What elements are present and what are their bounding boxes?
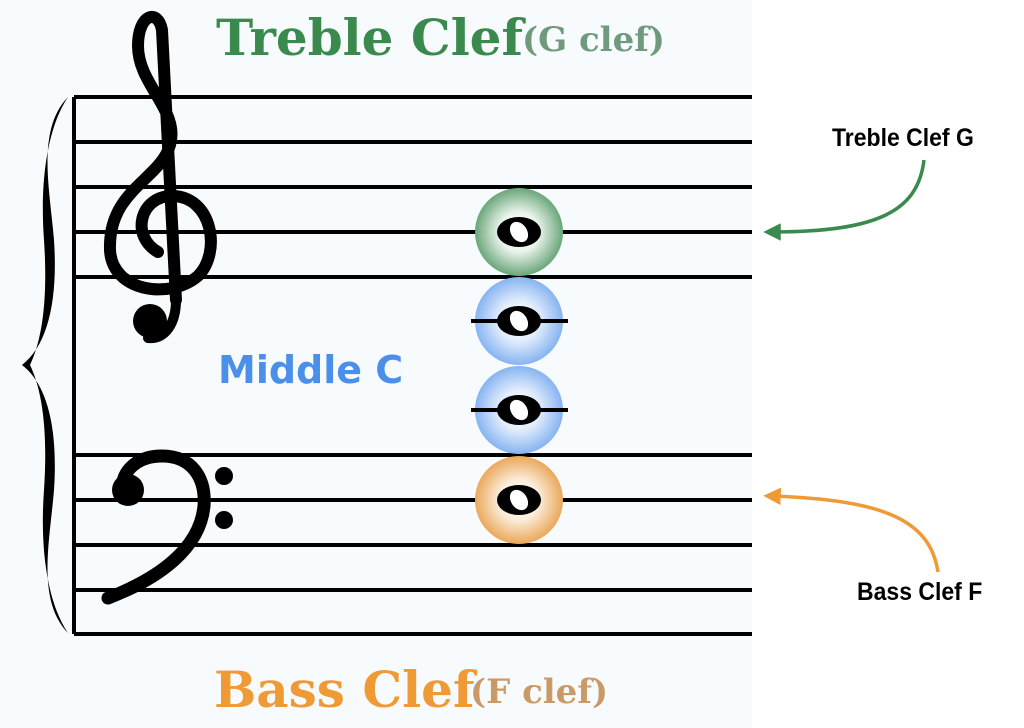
middle-c-label: Middle C xyxy=(218,348,404,392)
bass-clef-subtitle: (F clef) xyxy=(470,672,609,712)
bass-callout-arrow xyxy=(763,487,940,573)
bass-staff xyxy=(74,453,752,636)
middle-c-note-lower xyxy=(497,395,541,425)
treble-staff xyxy=(74,95,752,279)
staff-panel xyxy=(0,0,752,728)
treble-clef-title: Treble Clef xyxy=(216,8,524,67)
treble-clef-g-note xyxy=(497,217,541,247)
treble-clef-icon xyxy=(103,11,217,344)
bass-clef-f-note xyxy=(497,485,541,515)
treble-clef-subtitle: (G clef) xyxy=(522,20,665,60)
bass-clef-f-callout: Bass Clef F xyxy=(857,578,983,606)
bass-clef-icon xyxy=(101,449,233,605)
brace-icon xyxy=(22,97,68,633)
middle-c-note-upper xyxy=(497,306,541,336)
bass-clef-title: Bass Clef xyxy=(214,660,475,719)
treble-callout-arrow xyxy=(763,159,926,241)
treble-clef-g-callout: Treble Clef G xyxy=(832,124,974,152)
